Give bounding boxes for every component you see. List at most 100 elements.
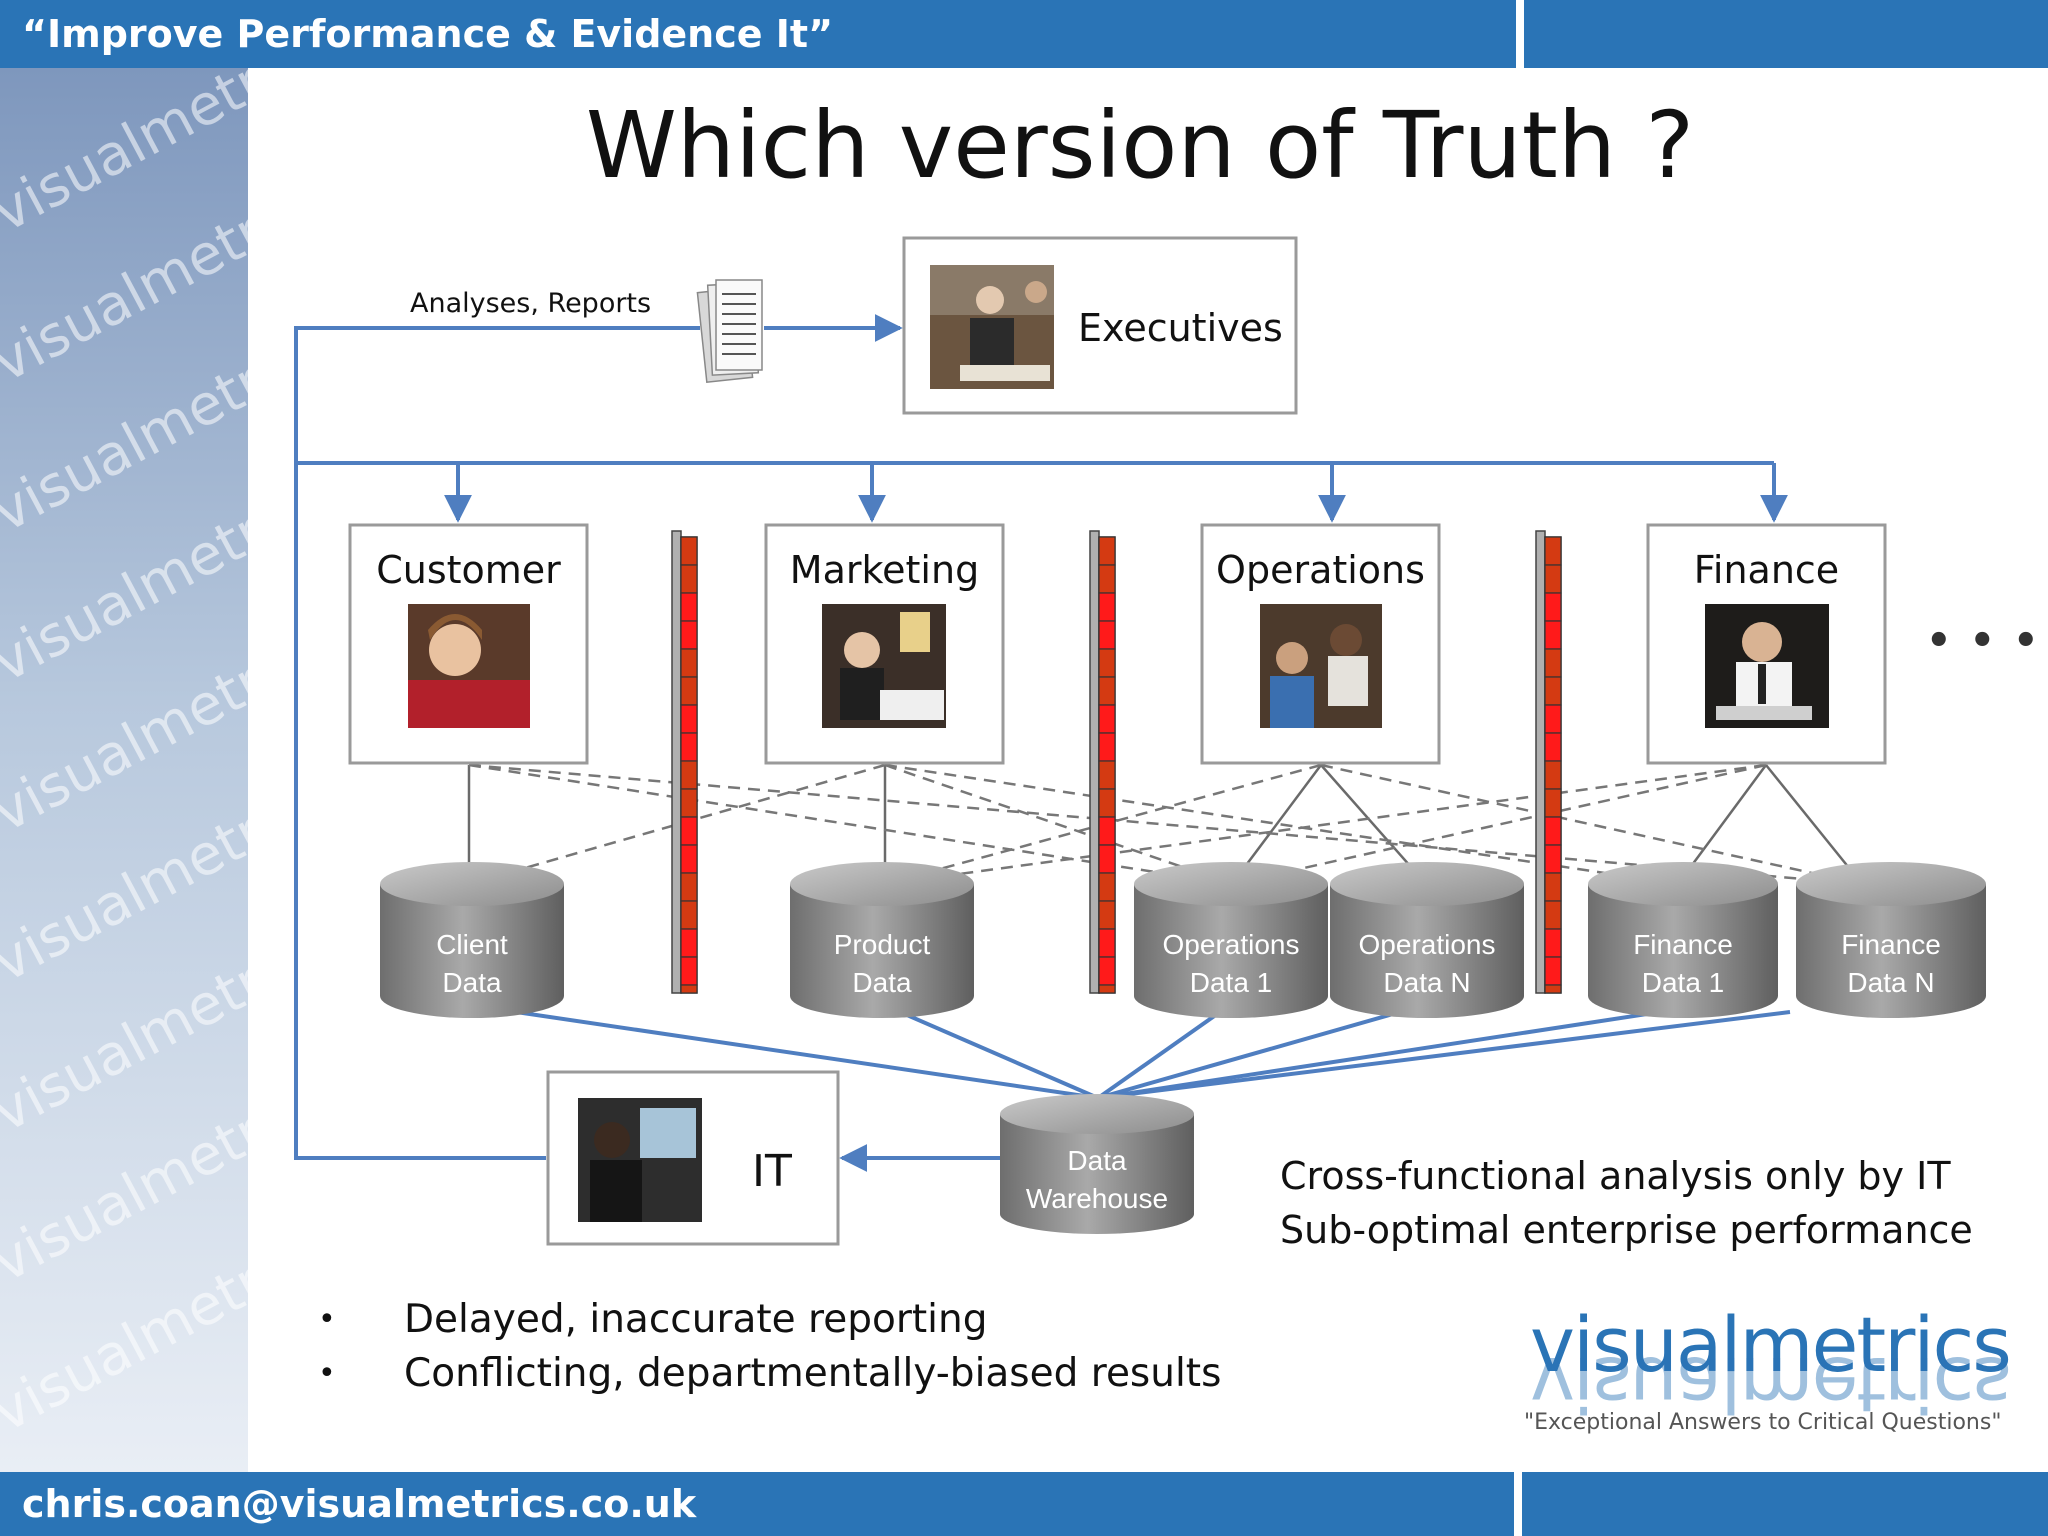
header-separator — [1516, 0, 1524, 68]
silo-brick — [1098, 732, 1116, 762]
silo-brick — [1544, 648, 1562, 678]
silo-brick — [680, 760, 698, 790]
silo-brick — [1098, 844, 1116, 874]
silo-brick — [1098, 928, 1116, 958]
silo-brick — [680, 900, 698, 930]
database-cylinder-body — [1330, 884, 1524, 1018]
silo-brick — [1098, 788, 1116, 818]
silo-brick — [1544, 732, 1562, 762]
db-to-warehouse-link — [899, 1010, 1099, 1100]
department-label-customer: Customer — [376, 548, 561, 592]
silo-brick — [1544, 760, 1562, 790]
flow-lines — [294, 314, 1791, 1172]
database-cylinder-top — [1330, 862, 1524, 906]
silo-brick — [1544, 844, 1562, 874]
db-to-warehouse-link — [1096, 1010, 1222, 1100]
bullet-item: •Conflicting, departmentally-biased resu… — [318, 1350, 1222, 1396]
database-cylinders — [380, 862, 1986, 1018]
silo-brick — [1544, 788, 1562, 818]
db-to-warehouse-link — [1097, 1010, 1661, 1100]
note-cross-functional: Cross-functional analysis only by IT — [1280, 1154, 1951, 1198]
silo-brick — [680, 844, 698, 874]
silo-brick — [680, 592, 698, 622]
logo-brand: visualmetrics — [1530, 1300, 2012, 1389]
silo-brick — [1098, 956, 1116, 986]
header-bar: “Improve Performance & Evidence It” — [0, 0, 2048, 68]
visualmetrics-logo: visualmetrics visualmetrics "Exceptional… — [1510, 1300, 2012, 1440]
silo-brick — [1544, 704, 1562, 734]
silo-brick — [680, 536, 698, 566]
silo-brick — [1544, 956, 1562, 986]
silo-brick — [1098, 648, 1116, 678]
database-cylinder-top — [1134, 862, 1328, 906]
silo-brick — [1098, 900, 1116, 930]
silo-brick — [1098, 984, 1116, 994]
bullet-item: •Delayed, inaccurate reporting — [318, 1296, 988, 1342]
silo-brick — [680, 648, 698, 678]
database-cylinder-body — [1796, 884, 1986, 1018]
silo-brick — [680, 928, 698, 958]
department-box-customer — [348, 523, 589, 765]
data-warehouse-cylinder — [1000, 1094, 1194, 1234]
silo-brick — [680, 816, 698, 846]
database-cylinder-top — [790, 862, 974, 906]
logo-tagline: "Exceptional Answers to Critical Questio… — [1524, 1410, 2002, 1435]
silo-brick — [680, 676, 698, 706]
silo-brick — [1544, 928, 1562, 958]
silo-bricks — [680, 536, 1562, 994]
silo-brick — [1544, 564, 1562, 594]
silo-brick — [680, 732, 698, 762]
silo-brick — [680, 564, 698, 594]
silo-brick — [1098, 592, 1116, 622]
silo-brick — [1098, 536, 1116, 566]
bullet-dot: • — [318, 1355, 336, 1391]
silo-brick — [1098, 872, 1116, 902]
silo-brick — [1544, 816, 1562, 846]
silo-brick — [680, 788, 698, 818]
silo-brick — [1544, 536, 1562, 566]
db-to-warehouse-link — [1097, 1010, 1401, 1100]
it-to-reports-line — [294, 326, 700, 1160]
it-label: IT — [752, 1146, 792, 1197]
silo-brick — [1544, 592, 1562, 622]
silo-brick — [680, 984, 698, 994]
bullet-list: •Delayed, inaccurate reporting •Conflict… — [318, 1292, 1221, 1400]
department-label-finance: Finance — [1693, 548, 1840, 592]
silo-brick — [1544, 900, 1562, 930]
bullet-dot: • — [318, 1301, 336, 1337]
footer-separator — [1514, 1472, 1522, 1536]
department-label-marketing: Marketing — [789, 548, 980, 592]
silo-brick — [1544, 984, 1562, 994]
it-box — [546, 1070, 840, 1246]
silo-brick — [1544, 620, 1562, 650]
more-departments-ellipsis: • • • — [1926, 618, 2041, 664]
silo-brick — [1098, 760, 1116, 790]
header-title: “Improve Performance & Evidence It” — [22, 12, 834, 56]
database-cylinder-body — [380, 884, 564, 1018]
silo-brick — [680, 620, 698, 650]
footer-email: chris.coan@visualmetrics.co.uk — [22, 1482, 697, 1526]
silo-brick — [680, 872, 698, 902]
department-box-operations — [1200, 523, 1441, 765]
silo-brick — [1098, 564, 1116, 594]
department-box-marketing — [764, 523, 1005, 765]
silo-brick — [1098, 676, 1116, 706]
silo-brick — [680, 704, 698, 734]
note-sub-optimal: Sub-optimal enterprise performance — [1280, 1208, 1973, 1252]
silo-brick — [1098, 816, 1116, 846]
db-to-warehouse-link — [1097, 1010, 1791, 1100]
slide-title: Which version of Truth ? — [585, 92, 1695, 199]
analyses-reports-label: Analyses, Reports — [410, 288, 652, 319]
department-box-finance — [1646, 523, 1887, 765]
db-to-warehouse-link — [515, 1010, 1099, 1100]
executives-label: Executives — [1078, 306, 1283, 350]
database-cylinder-top — [380, 862, 564, 906]
silo-brick — [680, 956, 698, 986]
